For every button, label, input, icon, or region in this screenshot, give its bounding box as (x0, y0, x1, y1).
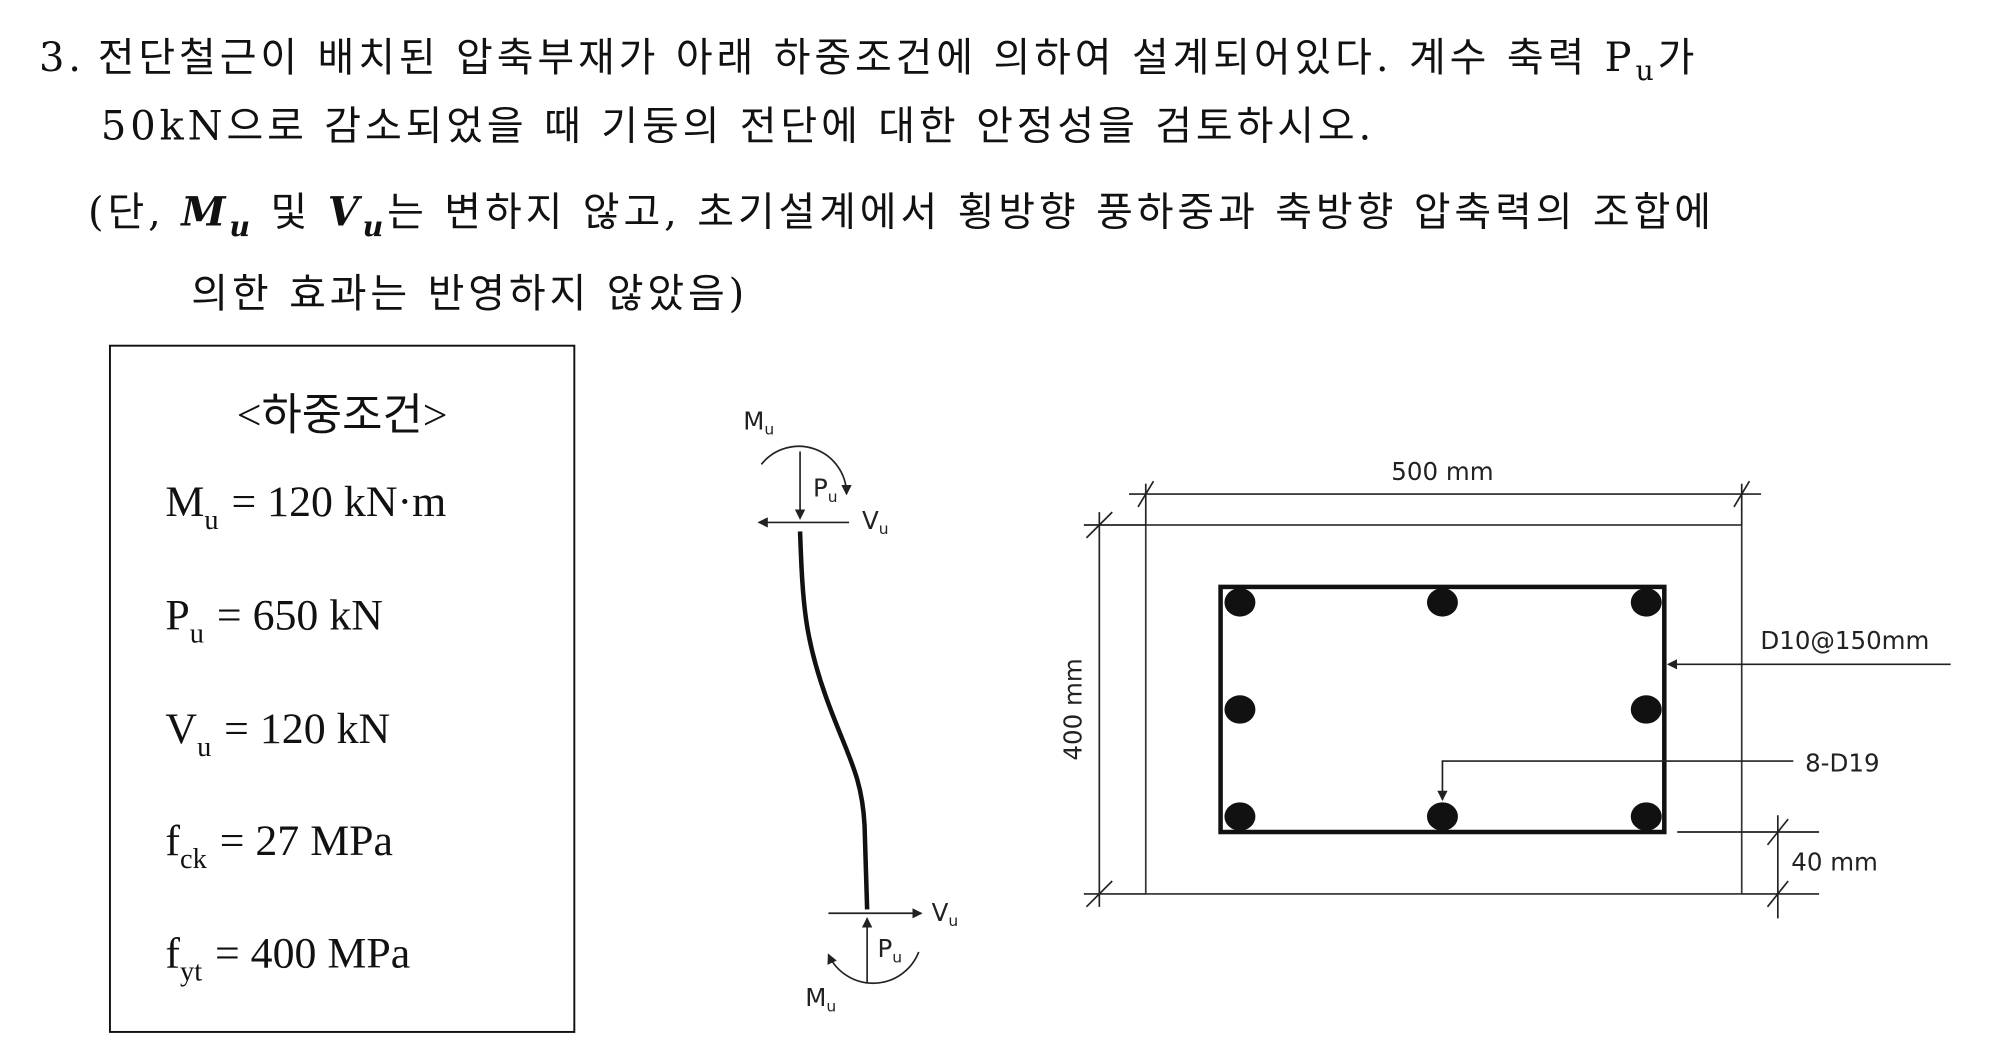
question-line-1: 3.전단철근이 배치된 압축부재가 아래 하중조건에 의하여 설계되어있다. 계… (39, 35, 1698, 87)
bottom-shear-label: Vu (932, 898, 959, 930)
rebar (1426, 588, 1458, 617)
concrete-outline (1144, 524, 1743, 895)
column-diagram: Mu Pu Vu Vu Pu Mu (743, 407, 958, 1016)
stirrup-label: D10@150mm (1760, 626, 1929, 655)
bottom-moment-label: Mu (805, 983, 836, 1015)
rebar-label: 8-D19 (1805, 748, 1879, 777)
load-condition-row: Pu= 650 kN (165, 591, 382, 649)
bottom-axial-label: Pu (877, 934, 902, 966)
top-axial-label: Pu (813, 474, 838, 506)
rebar (1224, 588, 1256, 617)
rebar (1224, 695, 1256, 724)
deflected-column (797, 531, 870, 910)
top-shear-label: Vu (862, 506, 889, 538)
note-line-1: (단, Mu 및 Vu는 변하지 않고, 초기설계에서 횡방향 풍하중과 축방향… (88, 189, 1715, 243)
load-condition-row: fck= 27 MPa (165, 817, 393, 875)
cover-label: 40 mm (1791, 848, 1878, 877)
question-text: 3.전단철근이 배치된 압축부재가 아래 하중조건에 의하여 설계되어있다. 계… (39, 35, 1715, 317)
load-conditions-title: <하중조건> (237, 392, 448, 440)
load-condition-row: fyt= 400 MPa (165, 929, 410, 987)
rebar (1224, 802, 1256, 831)
rebars (1224, 588, 1662, 831)
cross-section: 500 mm 400 mm D10@150mm 8-D19 40 mm (1058, 457, 1951, 919)
rebar (1426, 802, 1458, 831)
rebar (1630, 695, 1662, 724)
bottom-moment-arrow (827, 951, 920, 985)
top-moment-arrow (760, 445, 852, 496)
rebar (1630, 802, 1662, 831)
load-conditions-box: <하중조건> Mu= 120 kN·mPu= 650 kN Vu= 120 kN f… (108, 344, 576, 1033)
height-label: 400 mm (1058, 658, 1087, 760)
question-line-2: 50kN으로 감소되었을 때 기둥의 전단에 대한 안정성을 검토하시오. (101, 103, 1375, 149)
rebar-leader (1437, 760, 1794, 802)
width-label: 500 mm (1391, 457, 1493, 486)
rebar (1630, 588, 1662, 617)
top-moment-label: Mu (743, 407, 774, 439)
load-condition-row: Mu= 120 kN·m (165, 478, 446, 536)
load-condition-row: Vu= 120 kN (165, 705, 390, 763)
note-line-2: 의한 효과는 반영하지 않았음) (191, 271, 748, 317)
stirrup (1218, 584, 1667, 835)
